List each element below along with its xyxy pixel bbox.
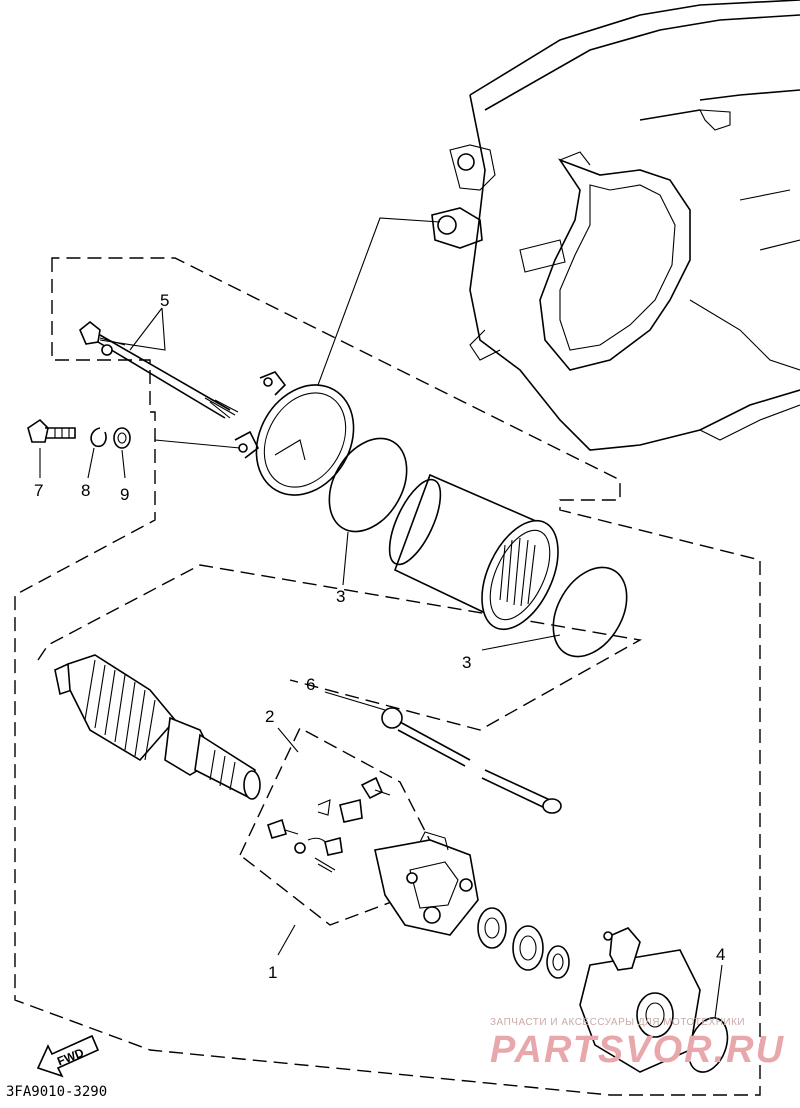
label-5: 5: [160, 291, 169, 310]
washer-a: [477, 907, 507, 949]
rear-cover: [579, 927, 701, 1073]
o-ring-front: [328, 437, 408, 533]
terminal-bolt: [381, 707, 562, 814]
bearing: [512, 925, 544, 971]
diagram-code: 3FA9010-3290: [6, 1084, 107, 1100]
label-8: 8: [81, 481, 90, 500]
fwd-arrow: FWD: [36, 1034, 100, 1078]
label-3-rear: 3: [462, 653, 471, 672]
label-6: 6: [306, 675, 315, 694]
o-ring-rear: [552, 566, 628, 658]
brush-plate: [374, 831, 479, 936]
circlip-8: [90, 427, 107, 448]
leader-lines: [39, 217, 723, 1019]
label-9: 9: [120, 485, 129, 504]
through-bolts: [79, 320, 239, 419]
brush-parts: [267, 776, 391, 873]
bolt-7: [27, 418, 76, 443]
yoke-housing: [388, 473, 559, 631]
front-cover: [234, 371, 355, 496]
watermark-brand: PARTSVOR.RU: [490, 1029, 785, 1071]
washer-b: [546, 945, 570, 979]
watermark-tagline: ЗАПЧАСТИ И АКСЕССУАРЫ ДЛЯ МОТОТЕХНИКИ: [490, 1017, 745, 1028]
label-1: 1: [268, 963, 277, 982]
engine-crankcase: [431, 0, 800, 451]
o-ring-4: [687, 1017, 729, 1073]
armature: [54, 654, 261, 800]
fwd-label: FWD: [55, 1045, 86, 1068]
label-4: 4: [716, 945, 725, 964]
label-2: 2: [265, 707, 274, 726]
washer-9: [113, 427, 131, 449]
label-7: 7: [34, 481, 43, 500]
label-3-front: 3: [336, 587, 345, 606]
assembly-boundary: [14, 257, 761, 1096]
